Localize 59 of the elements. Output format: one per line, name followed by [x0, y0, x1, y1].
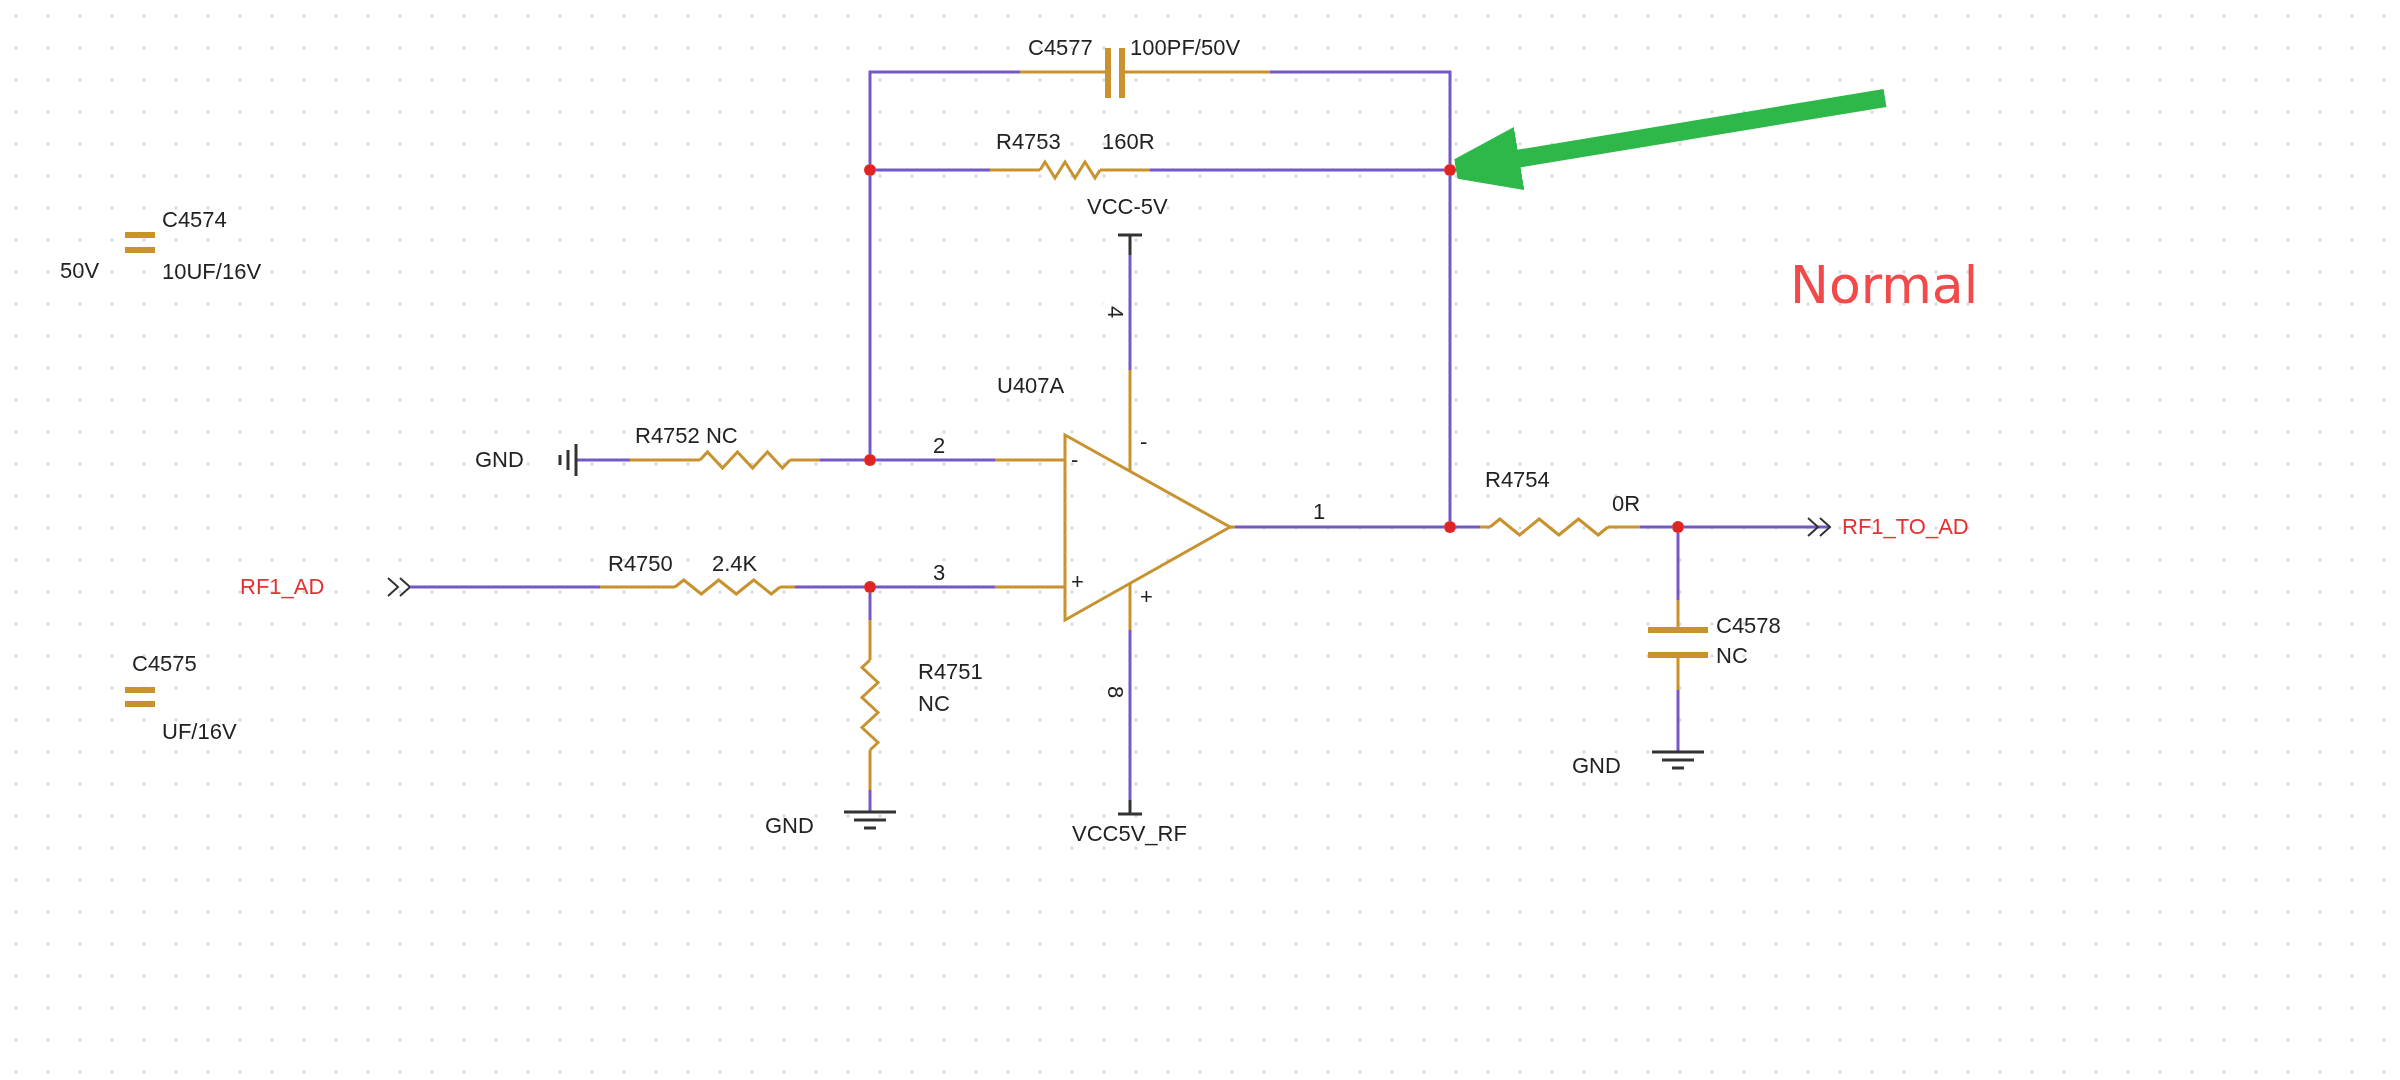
junction-dot: [1444, 521, 1456, 533]
wire: [1235, 525, 1444, 529]
wire: [876, 458, 995, 462]
wire: [1270, 70, 1452, 164]
wire: [868, 176, 872, 454]
component-value: 0R: [1612, 492, 1641, 516]
wire: [1676, 533, 1680, 600]
component-value: 100PF/50V: [1130, 36, 1241, 60]
net-label: GND: [765, 814, 814, 838]
wire: [1150, 168, 1444, 172]
component-value: 50V: [60, 258, 100, 284]
component-value: 160R: [1102, 130, 1155, 154]
reference-designator: R4750: [608, 552, 673, 576]
junction-dot: [1444, 164, 1456, 176]
wire: [590, 458, 630, 462]
wire: [1128, 255, 1132, 370]
polarity-mark: -: [1140, 430, 1148, 454]
net-label: VCC5V_RF: [1072, 822, 1187, 846]
wire: [820, 458, 864, 462]
reference-designator: R4751: [918, 660, 983, 684]
junction-dot: [864, 164, 876, 176]
reference-designator: C4577: [1028, 36, 1093, 60]
reference-designator: U407A: [997, 374, 1065, 398]
wire: [1456, 525, 1480, 529]
wire: [876, 168, 990, 172]
component-value: UF/16V: [162, 720, 237, 744]
wire: [1128, 630, 1132, 800]
net-label: RF1_TO_AD: [1842, 515, 1969, 539]
reference-designator: R4754: [1485, 468, 1550, 492]
annotation-text: Normal: [1790, 255, 1979, 315]
junction-dot: [864, 454, 876, 466]
wire: [868, 70, 1020, 164]
polarity-mark: +: [1071, 570, 1084, 594]
wire: [868, 593, 872, 620]
wire: [1448, 176, 1452, 521]
wire: [1640, 525, 1672, 529]
net-label: GND: [1572, 754, 1621, 778]
net-label: GND: [475, 448, 524, 472]
component-value: 2.4K: [712, 552, 758, 576]
reference-designator: C4578: [1716, 614, 1781, 638]
component-value: NC: [918, 692, 950, 716]
wire: [795, 585, 864, 589]
polarity-mark: -: [1071, 448, 1079, 472]
net-label: VCC-5V: [1087, 195, 1168, 219]
reference-designator: R4752 NC: [635, 424, 738, 448]
wire: [420, 585, 600, 589]
reference-designator: R4753: [996, 130, 1061, 154]
junction-dot: [864, 581, 876, 593]
component-value: NC: [1716, 644, 1748, 668]
component-value: 10UF/16V: [162, 260, 262, 284]
reference-designator: C4574: [162, 208, 227, 232]
wire: [868, 790, 872, 800]
reference-designator: C4575: [132, 652, 197, 676]
junction-dot: [1672, 521, 1684, 533]
wire: [1684, 517, 1831, 537]
wire: [1676, 690, 1680, 740]
polarity-mark: +: [1140, 585, 1153, 609]
wire: [876, 585, 995, 589]
net-label: RF1_AD: [240, 575, 325, 599]
